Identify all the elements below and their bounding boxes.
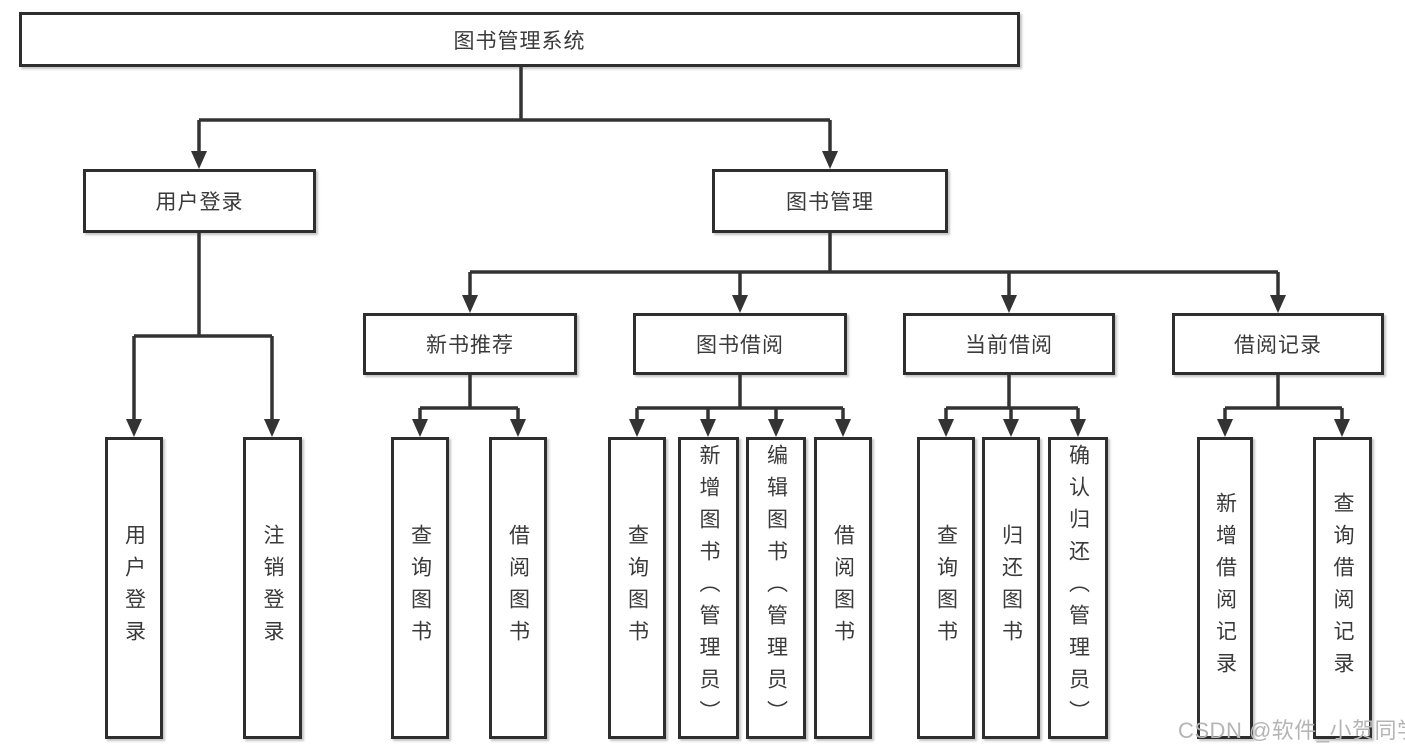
leaf-newbook-borrow-books: 借阅图书 xyxy=(489,437,547,739)
node-label: 新增图书（管理员） xyxy=(697,444,720,732)
node-label: 用户登录 xyxy=(155,191,244,214)
arrowhead xyxy=(264,419,280,437)
arrowhead xyxy=(126,419,142,437)
arrowhead xyxy=(822,151,838,169)
leaf-user-login: 用户登录 xyxy=(105,437,163,739)
arrowhead xyxy=(768,419,784,437)
edge-curborrow-to-leaves xyxy=(944,375,1080,422)
arrowhead xyxy=(1217,419,1233,437)
arrowhead xyxy=(1003,419,1019,437)
node-label: 借阅图书 xyxy=(506,524,530,652)
node-label: 借阅图书 xyxy=(831,524,855,652)
leaf-borrowing-borrow-books: 借阅图书 xyxy=(814,437,872,739)
node-label: 借阅记录 xyxy=(1234,334,1322,357)
leaf-current-query-books: 查询图书 xyxy=(917,437,975,739)
arrowhead xyxy=(732,295,748,313)
edge-bookborrow-to-leaves xyxy=(635,375,845,422)
node-label: 确认归还（管理员） xyxy=(1066,444,1090,732)
arrowhead xyxy=(1334,419,1350,437)
node-label: 用户登录 xyxy=(122,524,146,652)
node-label: 查询图书 xyxy=(934,524,958,652)
arrowhead xyxy=(510,419,526,437)
node-label: 归还图书 xyxy=(999,524,1023,652)
node-new-book-recommend: 新书推荐 xyxy=(363,313,577,375)
node-book-borrowing: 图书借阅 xyxy=(633,313,847,375)
leaf-records-add-record: 新增借阅记录 xyxy=(1197,437,1253,739)
arrowhead xyxy=(1070,419,1086,437)
node-label: 当前借阅 xyxy=(965,334,1053,357)
edge-bookmgmt-to-level3 xyxy=(468,233,1280,298)
node-borrowing-records: 借阅记录 xyxy=(1172,313,1384,375)
leaf-logout: 注销登录 xyxy=(243,437,302,739)
arrowhead xyxy=(462,295,478,313)
leaf-borrowing-query-books: 查询图书 xyxy=(608,437,666,739)
edge-root-to-level2 xyxy=(197,67,832,154)
leaf-borrowing-add-books-admin: 新增图书（管理员） xyxy=(678,437,739,739)
csdn-watermark: CSDN @软件_小贺同学 xyxy=(1178,718,1405,743)
arrowhead xyxy=(1270,295,1286,313)
arrowhead xyxy=(629,419,645,437)
leaf-newbook-query-books: 查询图书 xyxy=(391,437,449,739)
arrowhead xyxy=(938,419,954,437)
leaf-borrowing-edit-books-admin: 编辑图书（管理员） xyxy=(746,437,806,739)
arrowheads xyxy=(126,151,1350,437)
node-book-management: 图书管理 xyxy=(712,169,948,233)
node-library-system: 图书管理系统 xyxy=(19,12,1020,67)
edge-borrowrec-to-leaves xyxy=(1223,375,1344,422)
edge-userlogin-to-leaves xyxy=(132,233,274,422)
node-label: 新书推荐 xyxy=(426,334,514,357)
node-label: 查询图书 xyxy=(408,524,432,652)
arrowhead xyxy=(412,419,428,437)
arrowhead xyxy=(191,151,207,169)
arrowhead xyxy=(1001,295,1017,313)
node-user-login: 用户登录 xyxy=(83,169,316,233)
node-label: 新增借阅记录 xyxy=(1213,492,1237,684)
node-label: 编辑图书（管理员） xyxy=(764,444,788,732)
edge-newbook-to-leaves xyxy=(418,375,520,422)
node-label: 注销登录 xyxy=(261,524,284,652)
leaf-records-query-record: 查询借阅记录 xyxy=(1313,437,1372,739)
leaf-current-return-books: 归还图书 xyxy=(982,437,1040,739)
node-label: 查询图书 xyxy=(625,524,649,652)
node-label: 图书借阅 xyxy=(696,334,784,357)
node-current-borrowing: 当前借阅 xyxy=(903,313,1115,375)
arrowhead xyxy=(835,419,851,437)
node-label: 图书管理系统 xyxy=(453,29,586,53)
arrowhead xyxy=(700,419,716,437)
leaf-current-confirm-return-admin: 确认归还（管理员） xyxy=(1048,437,1108,739)
node-label: 查询借阅记录 xyxy=(1331,492,1354,684)
node-label: 图书管理 xyxy=(786,191,874,214)
